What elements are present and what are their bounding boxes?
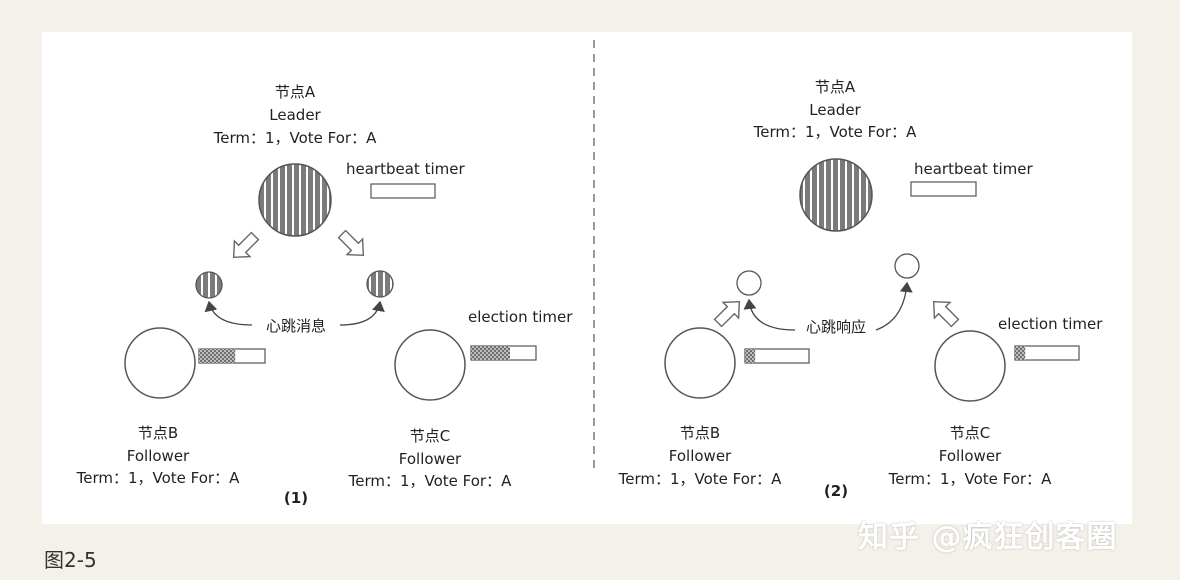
- right-node-c-state: Term：1，Vote For：A: [888, 470, 1052, 488]
- left-node-a-role: Leader: [269, 106, 321, 124]
- right-node-a-name: 节点A: [815, 78, 856, 96]
- right-scene: 节点A Leader Term：1，Vote For：A heartbeat t…: [618, 78, 1104, 500]
- left-arrow-to-b: [232, 231, 260, 259]
- left-node-c-state: Term：1，Vote For：A: [348, 472, 512, 490]
- left-follower-c-node: [394, 329, 466, 401]
- left-node-b-state: Term：1，Vote For：A: [76, 469, 240, 487]
- left-panel-label: (1): [284, 489, 308, 507]
- right-node-b-role: Follower: [669, 447, 732, 465]
- right-curve-arrow-c: [875, 281, 913, 331]
- right-arrow-from-b: [713, 300, 741, 328]
- right-panel-label: (2): [824, 482, 848, 500]
- right-heartbeat-timer-label: heartbeat timer: [914, 160, 1033, 178]
- left-node-a-name: 节点A: [275, 83, 316, 101]
- left-curve-arrow-b: [204, 300, 253, 326]
- left-follower-b-node: [124, 327, 196, 399]
- right-timer-c-fill: [1015, 346, 1026, 360]
- right-follower-c-node: [934, 330, 1006, 402]
- left-heartbeat-msg-c: [366, 270, 394, 298]
- left-message-label: 心跳消息: [266, 317, 326, 335]
- right-message-label: 心跳响应: [806, 318, 866, 336]
- figure-caption: 图2-5: [44, 548, 97, 572]
- left-node-b-name: 节点B: [138, 424, 178, 442]
- left-leader-node: [258, 163, 332, 237]
- left-node-c-name: 节点C: [410, 427, 450, 445]
- watermark: 知乎 @疯狂创客圈: [858, 520, 1118, 555]
- left-node-c-role: Follower: [399, 450, 462, 468]
- right-leader-node: [799, 158, 873, 232]
- right-response-msg-b: [736, 270, 762, 296]
- left-heartbeat-timer-bar: [370, 183, 436, 199]
- right-node-a-state: Term：1，Vote For：A: [753, 123, 917, 141]
- left-node-b-role: Follower: [127, 447, 190, 465]
- right-node-b-name: 节点B: [680, 424, 720, 442]
- left-timer-b-fill: [199, 349, 236, 363]
- left-election-timer-label: election timer: [468, 308, 573, 326]
- right-node-a-role: Leader: [809, 101, 861, 119]
- left-arrow-to-c: [337, 229, 365, 257]
- left-node-a-state: Term：1，Vote For：A: [213, 129, 377, 147]
- left-heartbeat-timer-label: heartbeat timer: [346, 160, 465, 178]
- right-response-msg-c: [894, 253, 920, 279]
- right-arrow-from-c: [932, 300, 960, 328]
- right-curve-arrow-b: [743, 298, 796, 331]
- right-heartbeat-timer-bar: [910, 181, 977, 197]
- left-heartbeat-msg-b: [195, 271, 223, 299]
- right-node-c-name: 节点C: [950, 424, 990, 442]
- right-timer-b-fill: [745, 349, 756, 363]
- right-election-timer-label: election timer: [998, 315, 1103, 333]
- left-scene: 节点A Leader Term：1，Vote For：A heartbeat t…: [76, 83, 574, 507]
- left-timer-c-fill: [471, 346, 510, 360]
- diagram-panel: [42, 32, 1132, 524]
- right-node-b-state: Term：1，Vote For：A: [618, 470, 782, 488]
- right-follower-b-node: [664, 327, 736, 399]
- right-node-c-role: Follower: [939, 447, 1002, 465]
- left-curve-arrow-c: [339, 300, 385, 326]
